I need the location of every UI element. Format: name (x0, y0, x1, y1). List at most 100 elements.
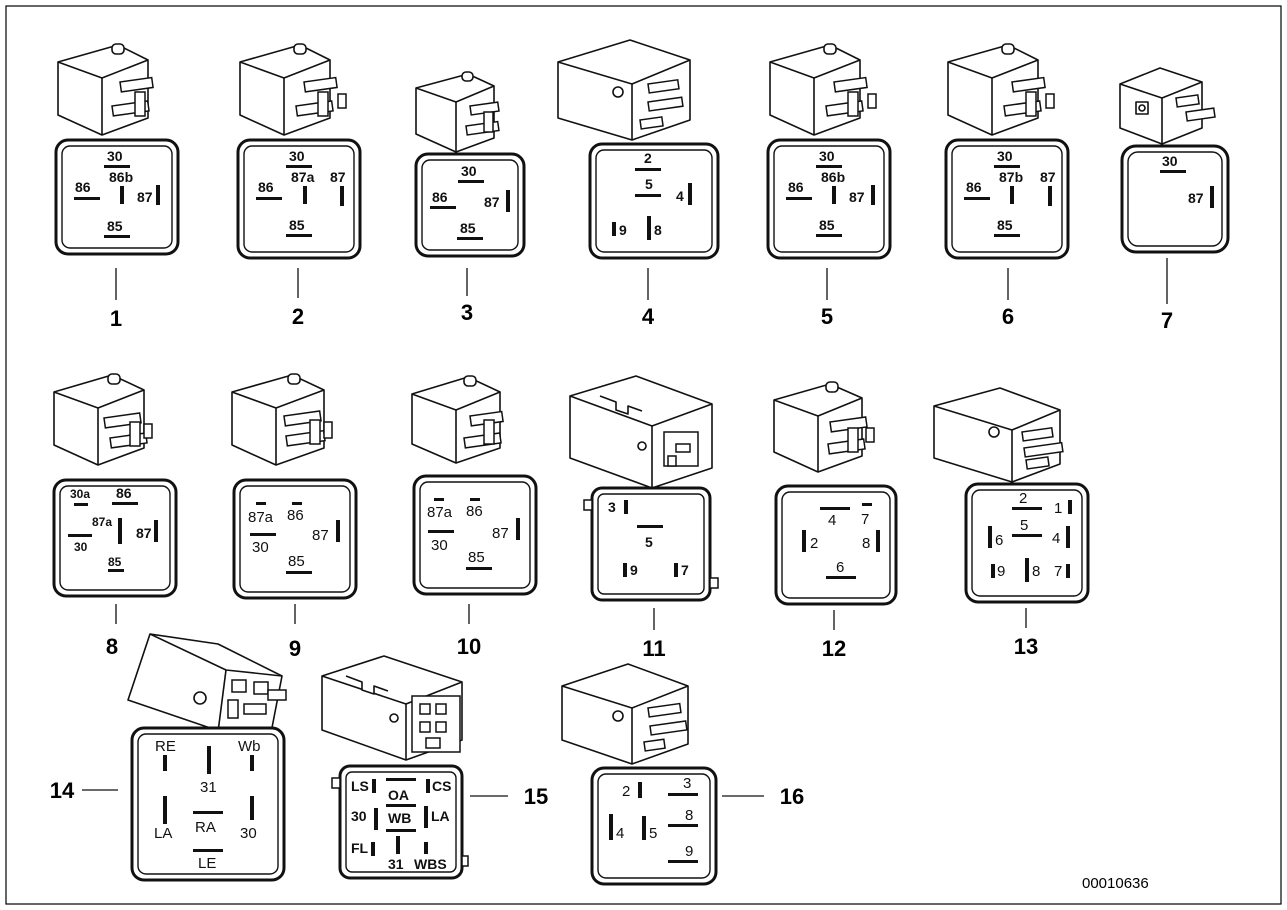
relay-4-housing (557, 39, 691, 141)
pin-label: 87 (1040, 169, 1056, 185)
pin-label: RA (195, 819, 216, 836)
pin-label: 2 (644, 150, 652, 166)
pin-label: 30 (74, 540, 88, 554)
pin-label: 30 (431, 537, 448, 554)
relay-14: RE Wb 31 LA RA 30 LE 14 (50, 633, 287, 882)
pin-label: 30a (70, 487, 90, 501)
pin-label: 5 (645, 176, 653, 192)
pin-label: 6 (836, 559, 844, 576)
callout-number: 10 (457, 634, 481, 659)
pin-label: RE (155, 738, 176, 755)
pin-label: 86 (432, 189, 448, 205)
relay-6-housing (947, 43, 1055, 136)
relay-4: 2 5 4 9 8 4 (557, 39, 720, 329)
pin-label: 9 (630, 562, 638, 578)
pin-label: 30 (351, 808, 367, 824)
pin-label: LA (154, 825, 172, 842)
pin-label: 85 (289, 217, 305, 233)
relay-14-housing (127, 633, 287, 739)
pin-label: 2 (810, 535, 818, 552)
relay-16-housing (561, 663, 689, 765)
callout-number: 9 (289, 636, 301, 661)
pin-label: 86 (75, 179, 91, 195)
relay-2: 30 87a 86 87 85 2 (236, 43, 362, 329)
pin-label: 30 (252, 539, 269, 556)
pin-label: 30 (461, 163, 477, 179)
relay-1: 30 86b 86 87 85 1 (54, 43, 180, 331)
relay-15: LS CS OA 30 WB LA FL 31 WBS 15 (321, 655, 548, 880)
pin-label: 87 (330, 169, 346, 185)
pin-label: 31 (388, 856, 404, 872)
pin-label: 7 (1054, 563, 1062, 580)
pin-label: 7 (681, 562, 689, 578)
pin-label: 87a (92, 515, 112, 529)
pin-label: 4 (1052, 530, 1060, 547)
pin-label: 86 (258, 179, 274, 195)
pin-label: 87 (312, 527, 329, 544)
relay-1-housing (57, 43, 154, 136)
pin-label: FL (351, 840, 369, 856)
relay-7: 30 87 7 (1119, 67, 1230, 333)
pin-label: 8 (654, 222, 662, 238)
relay-3-housing (415, 71, 500, 153)
pin-label: 9 (619, 222, 627, 238)
relay-10-housing (411, 375, 504, 464)
relay-13-housing (933, 387, 1064, 483)
relay-7-housing (1119, 67, 1216, 145)
relay-11: 3 5 9 7 11 (569, 375, 719, 661)
relay-8: 30a 86 87a 87 30 85 8 (52, 373, 178, 659)
pin-label: 87 (492, 525, 509, 542)
callout-number: 7 (1161, 308, 1173, 333)
relay-13: 2 1 5 6 4 9 8 7 13 (933, 387, 1090, 659)
pin-label: 86 (116, 485, 132, 501)
pin-label: 85 (288, 553, 305, 570)
pin-label: 4 (676, 188, 684, 204)
pin-label: 87a (427, 504, 453, 521)
relay-9-housing (231, 373, 333, 466)
relay-15-housing (321, 655, 463, 761)
pin-label: 86b (109, 169, 133, 185)
pin-label: 7 (861, 511, 869, 528)
pin-label: OA (388, 787, 409, 803)
pin-label: 1 (1054, 500, 1062, 517)
pin-label: 9 (997, 563, 1005, 580)
relay-8-housing (53, 373, 153, 466)
pin-label: 3 (683, 775, 691, 792)
pin-label: 87 (137, 189, 153, 205)
relay-12-housing (773, 381, 875, 473)
callout-number: 5 (821, 304, 833, 329)
callout-number: 6 (1002, 304, 1014, 329)
pin-label: 8 (685, 807, 693, 824)
pin-label: 87 (849, 189, 865, 205)
pin-label: 30 (107, 148, 123, 164)
pin-label: 31 (200, 779, 217, 796)
pin-label: 8 (1032, 563, 1040, 580)
callout-number: 2 (292, 304, 304, 329)
pin-label: 6 (995, 532, 1003, 549)
pin-label: 87b (999, 169, 1023, 185)
pin-label: 9 (685, 843, 693, 860)
pin-label: 87a (291, 169, 315, 185)
pin-label: 85 (107, 218, 123, 234)
pin-label: 86 (466, 503, 483, 520)
drawing-number: 00010636 (1082, 875, 1149, 892)
pin-label: 30 (240, 825, 257, 842)
pin-label: 85 (819, 217, 835, 233)
relay-6: 30 87b 86 87 85 6 (944, 43, 1070, 329)
pin-label: 87 (136, 525, 152, 541)
pin-label: 5 (649, 825, 657, 842)
pin-label: 4 (828, 512, 836, 529)
pin-label: 87 (484, 194, 500, 210)
callout-number: 11 (642, 636, 665, 661)
pin-label: LA (431, 808, 450, 824)
pin-label: Wb (238, 738, 261, 755)
relay-11-housing (569, 375, 713, 489)
pin-label: 86 (287, 507, 304, 524)
callout-number: 8 (106, 634, 118, 659)
callout-number: 13 (1014, 634, 1038, 659)
pin-label: 87a (248, 509, 274, 526)
callout-number: 15 (524, 784, 548, 809)
pin-label: 86b (821, 169, 845, 185)
pin-label: 86 (788, 179, 804, 195)
relay-5-housing (769, 43, 877, 136)
